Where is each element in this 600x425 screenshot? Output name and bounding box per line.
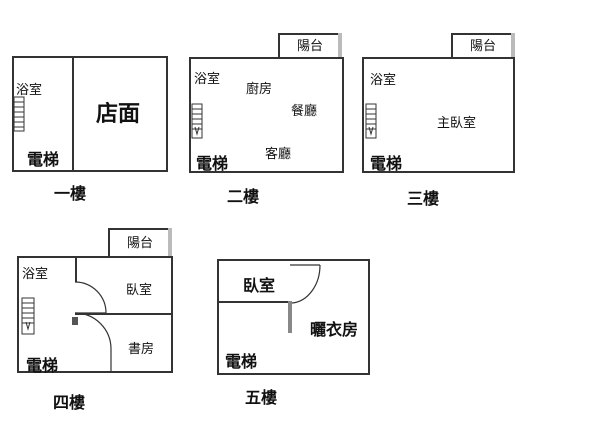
floor-2f-kitchen-label: 廚房: [246, 82, 273, 97]
floor-4f-title: 四樓: [53, 393, 86, 412]
floor-4f-balcony-label: 陽台: [126, 236, 153, 251]
floor-5f-wall-middle: [217, 301, 292, 303]
floor-3f-elevator-label: 電梯: [370, 154, 403, 173]
floor-1f-title: 一樓: [54, 184, 87, 203]
floor-1f-shop-label: 店面: [96, 102, 141, 127]
floor-5f-outline: [217, 259, 370, 375]
floor-5f-door-frame: [288, 301, 292, 333]
floor-4f-divider-upper: [75, 256, 77, 282]
floor-3f-outline: [362, 57, 515, 173]
floor-4f-bedroom-label: 臥室: [126, 283, 153, 298]
door-swing-icon: [74, 281, 112, 372]
floor-3f-title: 三樓: [407, 189, 440, 208]
stair-icon: [191, 103, 203, 139]
floor-2f-balcony: 陽台: [278, 33, 342, 61]
floor-4f-bath-label: 浴室: [22, 267, 49, 282]
floor-1f-divider: [72, 56, 74, 172]
floor-4f-balcony: 陽台: [108, 228, 172, 257]
door-swing-icon: [290, 264, 321, 304]
floor-2f-dining-label: 餐廳: [291, 104, 318, 119]
floor-2f-living-label: 客廳: [265, 147, 292, 162]
floor-1f-bath-label: 浴室: [16, 83, 43, 98]
floor-3f-master-bedroom-label: 主臥室: [437, 116, 477, 131]
floor-1f-elevator-label: 電梯: [27, 150, 60, 169]
floor-2f-title: 二樓: [227, 187, 260, 206]
floor-3f-balcony: 陽台: [451, 33, 515, 61]
stair-icon: [21, 297, 35, 335]
floor-2f-balcony-label: 陽台: [296, 39, 323, 54]
floor-1f-outline: [12, 56, 168, 172]
floor-4f-study-label: 書房: [128, 342, 155, 357]
floor-5f-title: 五樓: [245, 388, 278, 407]
floor-4f-wall-middle: [75, 313, 173, 315]
floor-2f-outline: [189, 57, 344, 173]
stair-icon: [13, 96, 25, 132]
floor-5f-bedroom-label: 臥室: [243, 276, 276, 295]
floor-4f-door-marker: [72, 317, 78, 325]
floor-5f-elevator-label: 電梯: [225, 352, 258, 371]
floor-3f-balcony-label: 陽台: [469, 39, 496, 54]
floor-3f-bath-label: 浴室: [370, 73, 397, 88]
floor-4f-elevator-label: 電梯: [26, 356, 59, 375]
floor-2f-elevator-label: 電梯: [196, 154, 229, 173]
floor-5f-drying-room-label: 曬衣房: [310, 320, 359, 339]
stair-icon: [365, 103, 377, 139]
floor-2f-bath-label: 浴室: [194, 72, 221, 87]
